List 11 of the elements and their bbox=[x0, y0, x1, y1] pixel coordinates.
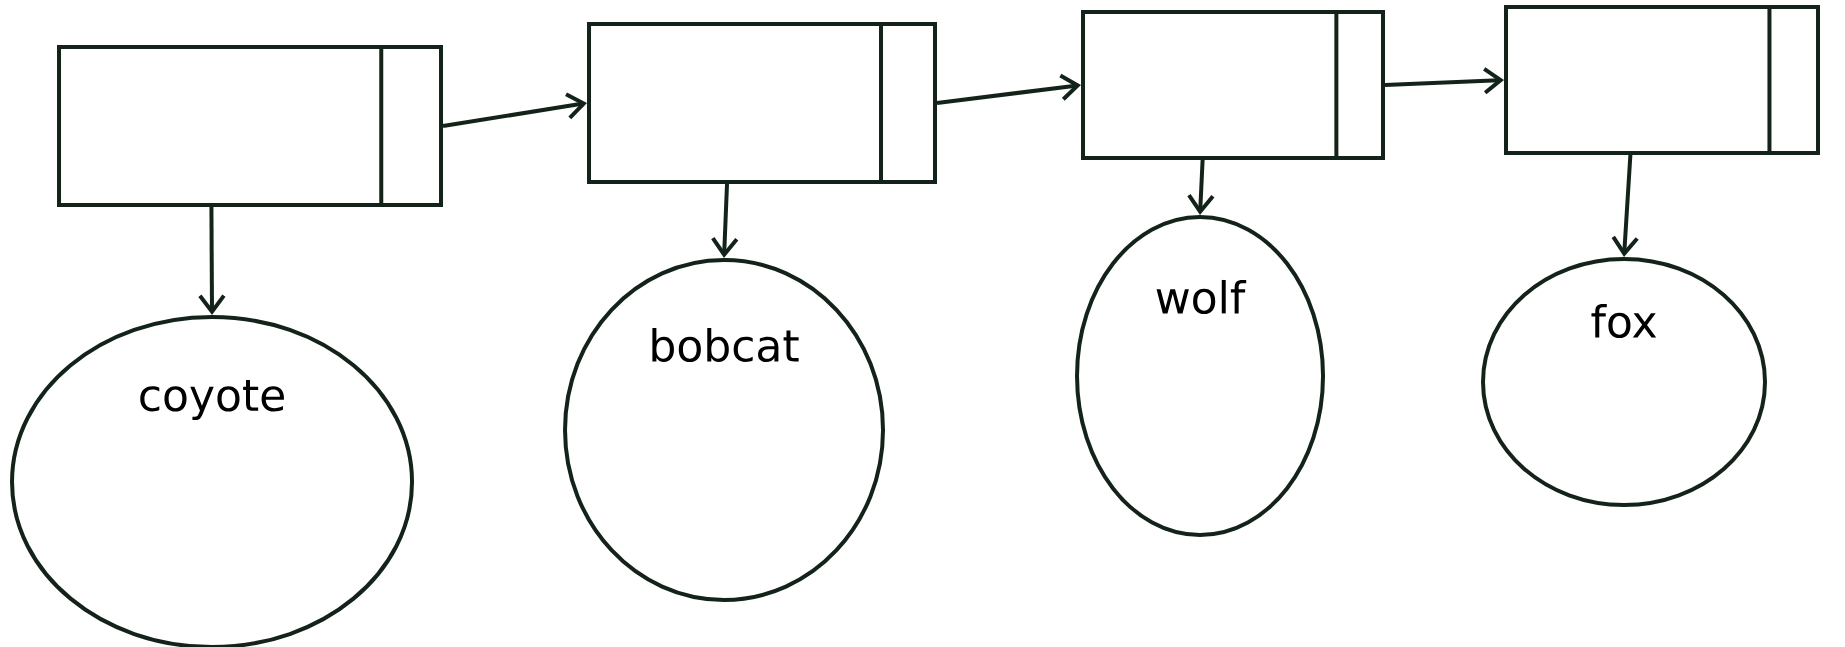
arrow bbox=[442, 92, 588, 128]
arrow bbox=[1611, 154, 1639, 257]
list-node-box bbox=[1081, 10, 1385, 160]
list-node-box bbox=[587, 22, 937, 184]
arrow bbox=[936, 73, 1081, 105]
arrow bbox=[1384, 67, 1504, 95]
arrow bbox=[1187, 159, 1215, 215]
list-node-box bbox=[1504, 5, 1820, 155]
arrow bbox=[711, 183, 739, 258]
list-node-box bbox=[57, 45, 443, 207]
arrow bbox=[198, 207, 226, 315]
